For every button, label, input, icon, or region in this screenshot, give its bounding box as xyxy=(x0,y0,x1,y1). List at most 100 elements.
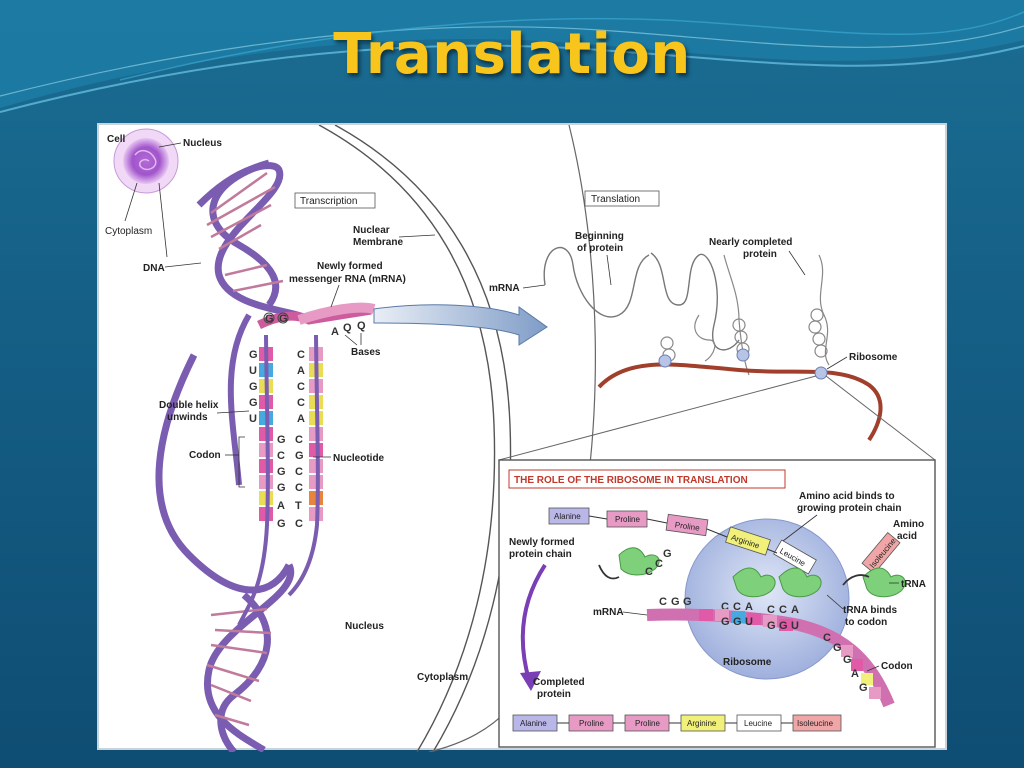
process-arrow xyxy=(373,304,548,346)
trna-molecules: C C G C C A C C A xyxy=(618,547,906,616)
dna-label: DNA xyxy=(143,263,165,274)
base-letter: U xyxy=(249,413,257,425)
ribosome-top-label: Ribosome xyxy=(849,352,898,363)
trna-base: C xyxy=(645,566,653,578)
amino-acid-label: Proline xyxy=(635,719,660,728)
base-letter: C xyxy=(295,482,303,494)
mrna-base: G xyxy=(767,620,776,632)
nuclear-membrane xyxy=(318,125,512,752)
base-letter: C xyxy=(295,518,303,530)
amino-acid-label: Arginine xyxy=(687,719,717,728)
translation-box-label: Translation xyxy=(591,194,640,205)
amino-acid-label: Leucine xyxy=(744,719,773,728)
base-letter: T xyxy=(295,500,302,512)
cell-icon xyxy=(113,128,179,194)
anticodon-base: C xyxy=(767,604,775,616)
ribosome-inset: THE ROLE OF THE RIBOSOME IN TRANSLATION … xyxy=(498,459,936,748)
base-letter: G xyxy=(277,434,286,446)
codon-label: Codon xyxy=(881,661,913,672)
base-letter: A xyxy=(297,413,305,425)
codon-left-label: Codon xyxy=(189,450,221,461)
amino-binds-label-2: growing protein chain xyxy=(797,503,901,514)
base-letter: G xyxy=(279,313,288,325)
base-letter: A xyxy=(331,326,339,338)
inset-mrna-label: mRNA xyxy=(593,607,624,618)
anticodon-base: A xyxy=(791,604,799,616)
amino-binds-label-1: Amino acid binds to xyxy=(799,491,895,502)
nucleotide-label: Nucleotide xyxy=(333,453,385,464)
mrna-base: G xyxy=(779,620,788,632)
amino-acid-label: Isoleucine xyxy=(797,719,834,728)
mrna-base: G xyxy=(859,682,868,694)
base-letter: G xyxy=(277,518,286,530)
double-helix-label-1: Double helix xyxy=(159,400,219,411)
nearly-completed-label-2: protein xyxy=(743,249,777,260)
anticodon-base: C xyxy=(721,601,729,613)
mrna-base: A xyxy=(851,668,859,680)
double-helix-label-2: unwinds xyxy=(167,412,208,423)
mrna-base: G xyxy=(683,596,692,608)
base-letter: C xyxy=(297,381,305,393)
amino-acid-label: Proline xyxy=(579,719,604,728)
trna-base: C xyxy=(655,558,663,570)
completed-protein-chain: Alanine Proline Proline Arginine Leucine… xyxy=(512,714,842,732)
base-letter: C xyxy=(277,450,285,462)
growing-protein-chain: Alanine Proline Proline Arginine Leucine… xyxy=(548,507,901,575)
base-letter: C xyxy=(295,466,303,478)
nuclear-membrane-label-2: Membrane xyxy=(353,237,403,248)
free-bases: G G A Q Q xyxy=(263,312,366,338)
protein-chain-2 xyxy=(650,252,740,351)
nuclear-membrane-label-1: Nuclear xyxy=(353,225,390,236)
mrna-strand-cytoplasm xyxy=(597,362,883,442)
amino-acid-label-2: acid xyxy=(897,531,917,542)
beginning-protein-label-1: Beginning xyxy=(575,231,624,242)
bases-label: Bases xyxy=(351,347,381,358)
cytoplasm-label: Cytoplasm xyxy=(417,672,468,683)
base-letter: G xyxy=(295,450,304,462)
beginning-protein-label-2: of protein xyxy=(577,243,623,254)
anticodon-base: C xyxy=(733,601,741,613)
base-letter: A xyxy=(277,500,285,512)
base-letter: G xyxy=(265,313,274,325)
title-swoosh-decoration xyxy=(0,0,1024,113)
amino-acid-label: Alanine xyxy=(554,512,581,521)
amino-acid-label-1: Amino xyxy=(893,519,924,530)
mrna-side-label: mRNA xyxy=(489,283,520,294)
base-letter: U xyxy=(249,365,257,377)
anticodon-base: A xyxy=(745,601,753,613)
base-letters-left: G U G G U G C G G A G xyxy=(249,349,286,530)
base-letter: C xyxy=(295,434,303,446)
base-letters-right: C A C C A C G C C T C xyxy=(295,349,305,530)
base-letter: C xyxy=(297,349,305,361)
base-letter: Q xyxy=(343,322,352,334)
amino-acid-label: Alanine xyxy=(520,719,547,728)
transcription-box-label: Transcription xyxy=(300,196,357,207)
mrna-base: G xyxy=(721,616,730,628)
anticodon-base: C xyxy=(779,604,787,616)
translation-diagram: Cell Nucleus Cytoplasm DNA xyxy=(105,125,936,752)
nucleus-label: Nucleus xyxy=(345,621,384,632)
cell-label: Cell xyxy=(107,134,126,145)
base-letter: G xyxy=(277,482,286,494)
mrna-label-1: Newly formed xyxy=(317,261,383,272)
trna-base: G xyxy=(663,548,672,560)
mrna-base: C xyxy=(659,596,667,608)
newly-formed-label-1: Newly formed xyxy=(509,537,575,548)
ribosome-label: Ribosome xyxy=(723,657,772,668)
nucleus-top-label: Nucleus xyxy=(183,138,222,149)
mrna-base: U xyxy=(745,616,753,628)
base-letter: G xyxy=(249,349,258,361)
mrna-strand-nucleus xyxy=(237,302,376,626)
mrna-base: U xyxy=(791,620,799,632)
trna-label: tRNA xyxy=(901,579,926,590)
cytoplasm-top-label: Cytoplasm xyxy=(105,226,152,237)
translation-diagram-panel: Cell Nucleus Cytoplasm DNA xyxy=(97,123,947,752)
newly-formed-label-2: protein chain xyxy=(509,549,572,560)
inset-title: THE ROLE OF THE RIBOSOME IN TRANSLATION xyxy=(514,475,748,486)
completed-label-1: Completed xyxy=(533,677,585,688)
inset-mrna-strand: C G G G G U G G U C G G A G xyxy=(646,596,895,708)
mrna-base: G xyxy=(671,596,680,608)
base-letter: G xyxy=(249,397,258,409)
base-letter: G xyxy=(277,466,286,478)
base-letter: A xyxy=(297,365,305,377)
